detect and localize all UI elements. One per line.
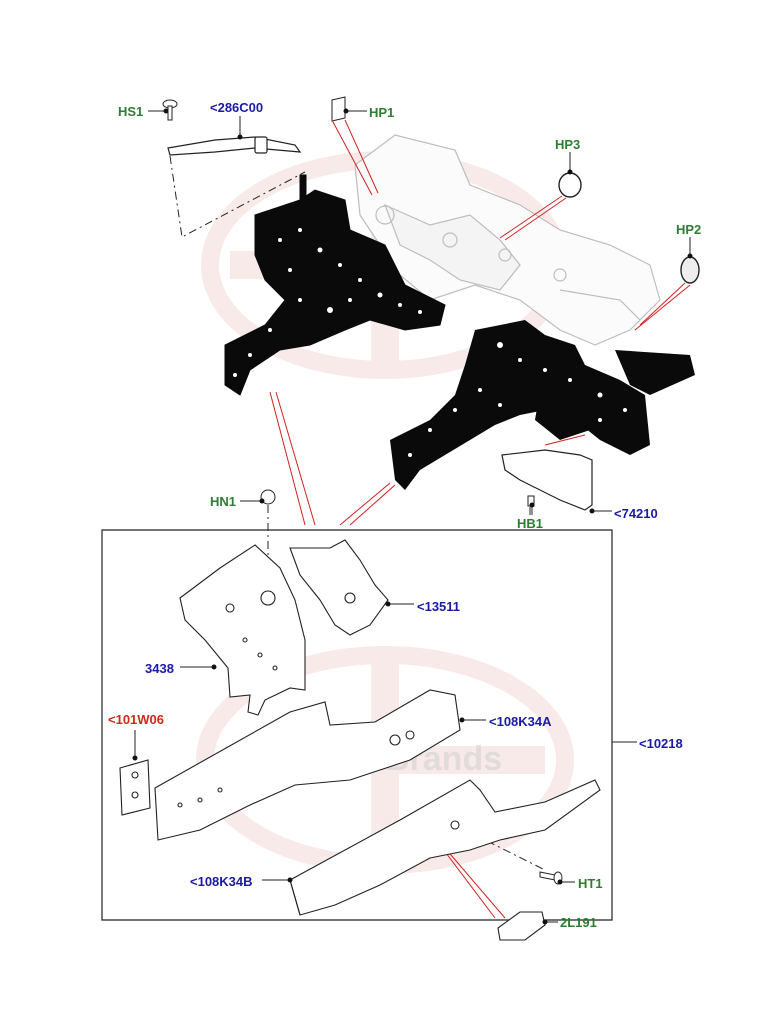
label-dots	[132, 108, 693, 925]
part-286c00-rod	[167, 136, 302, 156]
hn1-nut-icon	[260, 489, 276, 505]
label-286c00: <286C00	[210, 100, 264, 115]
part-13511-bracket	[289, 539, 389, 636]
label-hp1: HP1	[369, 105, 395, 120]
hs1-bolt-icon	[162, 99, 178, 121]
right-front-dots	[408, 342, 627, 457]
label-74210: <74210	[614, 506, 658, 521]
faded-body-structure	[354, 134, 661, 346]
label-108k34b: <108K34B	[190, 874, 253, 889]
label-10218: <10218	[639, 736, 683, 751]
dashed-leaders	[169, 155, 546, 871]
label-hb1: HB1	[517, 516, 544, 531]
label-hs1: HS1	[118, 104, 144, 119]
hp1-plate-icon	[331, 96, 346, 122]
bracket-74210	[501, 449, 593, 511]
red-leaders	[269, 119, 691, 919]
label-108k34a: <108K34A	[489, 714, 552, 729]
label-2l191: 2L191	[560, 915, 597, 930]
part-3438-panel	[179, 544, 306, 716]
label-101w06: <101W06	[108, 712, 165, 727]
part-101w06-plate	[119, 759, 151, 816]
part-108k34b-rail	[289, 779, 601, 916]
group-box	[101, 529, 613, 921]
hp3-grommet-icon	[558, 172, 582, 198]
label-hp2: HP2	[676, 222, 702, 237]
part-2l191-clip	[497, 911, 546, 941]
label-hn1: HN1	[210, 494, 237, 509]
label-ht1: HT1	[578, 876, 603, 891]
right-front-structure	[390, 320, 695, 490]
part-108k34a-rail	[154, 689, 461, 841]
label-3438: 3438	[145, 661, 174, 676]
label-connectors	[134, 110, 691, 923]
left-front-dots	[233, 228, 422, 377]
label-13511: <13511	[417, 599, 461, 614]
hp2-plug-icon	[680, 256, 700, 284]
label-hp3: HP3	[555, 137, 581, 152]
